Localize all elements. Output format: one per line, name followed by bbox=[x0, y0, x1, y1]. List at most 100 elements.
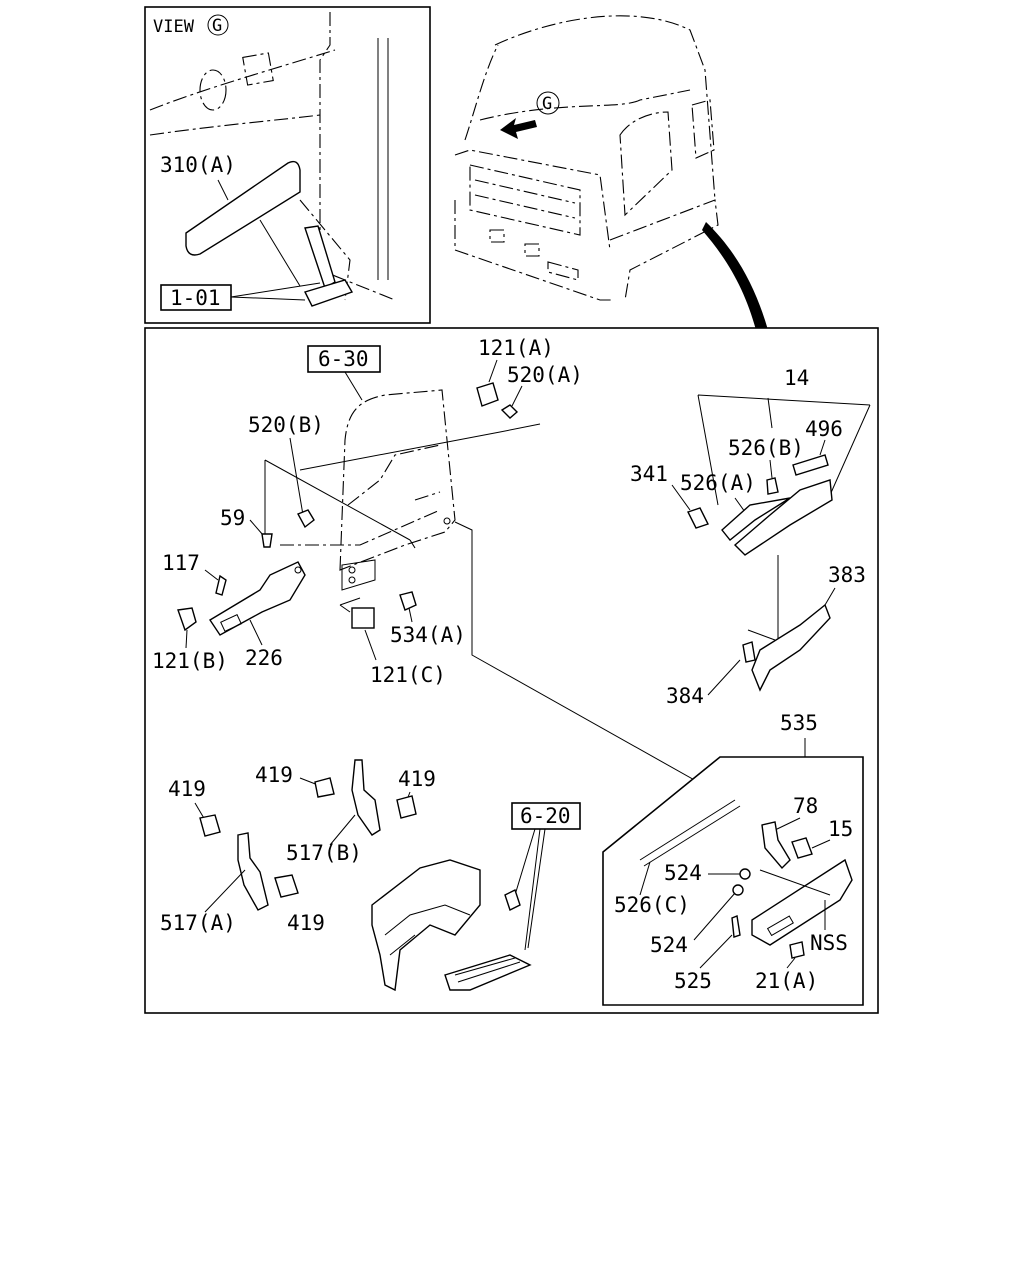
screw-117 bbox=[215, 574, 227, 596]
door-hinge-plate bbox=[341, 559, 376, 591]
grommet-534a bbox=[399, 591, 417, 611]
bracket-517b bbox=[351, 759, 381, 836]
leader-384-b bbox=[747, 629, 776, 641]
callout-arrow bbox=[702, 222, 768, 330]
clip-384 bbox=[742, 641, 756, 663]
cab-marker-circle bbox=[536, 91, 560, 115]
cab-windshield-bottom bbox=[454, 149, 611, 251]
leader-383 bbox=[824, 587, 836, 606]
label-534a: 534(A) bbox=[390, 623, 466, 647]
door-window-line bbox=[347, 444, 441, 506]
label-121a: 121(A) bbox=[478, 336, 554, 360]
label-78: 78 bbox=[793, 794, 818, 818]
cab-front-edge bbox=[464, 44, 499, 141]
leader-117 bbox=[204, 569, 219, 581]
interior-panel bbox=[242, 52, 274, 86]
label-419-top-left: 419 bbox=[255, 763, 293, 787]
leader-14-526b bbox=[767, 397, 773, 429]
bracket-slot bbox=[220, 614, 242, 632]
bolt-419-tr bbox=[396, 795, 417, 819]
leader-517b bbox=[329, 814, 356, 846]
ref-box-1-01 bbox=[160, 284, 232, 311]
cab-door-window bbox=[619, 111, 673, 217]
leader-496 bbox=[819, 439, 826, 456]
garnish-383 bbox=[751, 603, 831, 692]
leader-524b bbox=[693, 892, 736, 941]
pedal-pad bbox=[304, 279, 354, 307]
link-78-nss bbox=[759, 869, 831, 896]
sticker-496 bbox=[792, 454, 829, 476]
view-g-marker: G bbox=[212, 16, 222, 36]
nut-520b bbox=[297, 509, 315, 529]
bracket-lines-14 bbox=[697, 394, 871, 506]
seal-526c bbox=[639, 799, 736, 861]
step-plate-grid bbox=[454, 957, 521, 983]
label-14: 14 bbox=[784, 366, 809, 390]
leader-517a bbox=[204, 869, 246, 913]
door-hole-2 bbox=[348, 576, 356, 584]
label-121c: 121(C) bbox=[370, 663, 446, 687]
bracket-78 bbox=[761, 821, 791, 870]
cab-grille bbox=[469, 164, 581, 236]
leader-121c bbox=[364, 629, 377, 661]
leader-310a bbox=[217, 179, 229, 201]
leader-226 bbox=[249, 619, 263, 646]
label-419-bottom: 419 bbox=[287, 911, 325, 935]
ref-6-30: 6-30 bbox=[318, 347, 369, 371]
label-310a: 310(A) bbox=[160, 153, 236, 177]
leader-526b bbox=[769, 459, 773, 479]
label-517a: 517(A) bbox=[160, 911, 236, 935]
leader-384 bbox=[707, 659, 741, 696]
leader-21a bbox=[786, 957, 796, 969]
step-frame bbox=[371, 859, 481, 992]
view-g-marker-circle bbox=[207, 14, 229, 36]
cab-lamp-l bbox=[489, 229, 505, 243]
step-frame-detail bbox=[384, 904, 471, 956]
door-outline bbox=[339, 389, 456, 571]
cab-fog bbox=[547, 261, 579, 281]
bolt-419-l bbox=[199, 814, 221, 837]
clip-21a bbox=[789, 941, 805, 959]
leader-15 bbox=[811, 839, 831, 849]
seal-526c-2 bbox=[643, 805, 741, 867]
clip-524b bbox=[732, 884, 744, 896]
leader-121b bbox=[185, 629, 188, 649]
label-526c: 526(C) bbox=[614, 893, 690, 917]
cover-121c bbox=[351, 607, 375, 629]
label-383: 383 bbox=[828, 563, 866, 587]
interior-hole bbox=[199, 69, 227, 111]
pedal-arm bbox=[304, 225, 336, 290]
cab-rear-window bbox=[691, 99, 715, 159]
label-517b: 517(B) bbox=[286, 841, 362, 865]
label-384: 384 bbox=[666, 684, 704, 708]
door-hole-1 bbox=[348, 566, 356, 574]
leader-78 bbox=[774, 817, 801, 831]
bolt-15 bbox=[791, 837, 813, 859]
garnish-slot bbox=[766, 915, 794, 937]
bolt-419-bottom bbox=[274, 874, 299, 898]
ref-6-20: 6-20 bbox=[520, 804, 571, 828]
label-121b: 121(B) bbox=[152, 649, 228, 673]
leader-525 bbox=[699, 934, 733, 969]
label-496: 496 bbox=[805, 417, 843, 441]
view-g-title: VIEW bbox=[153, 17, 195, 37]
grommet-121a bbox=[476, 382, 499, 407]
leader-1-01-b bbox=[230, 296, 306, 301]
ref-box-6-30 bbox=[307, 345, 381, 373]
ref-1-01: 1-01 bbox=[170, 286, 221, 310]
cab-lamp-r bbox=[524, 243, 540, 257]
cab-windshield-top bbox=[479, 89, 691, 121]
assembly-lines-1 bbox=[264, 423, 541, 541]
cab-roof bbox=[494, 15, 716, 201]
assembly-line-535 bbox=[454, 521, 731, 801]
label-nss: NSS bbox=[810, 931, 848, 955]
label-117: 117 bbox=[162, 551, 200, 575]
label-535: 535 bbox=[780, 711, 818, 735]
leader-520b bbox=[289, 437, 304, 516]
leader-526c bbox=[639, 861, 651, 896]
bracket-hole bbox=[294, 566, 302, 574]
door-pillar bbox=[377, 38, 389, 280]
interior-edge bbox=[149, 49, 336, 111]
leader-59 bbox=[249, 519, 264, 536]
label-520b: 520(B) bbox=[248, 413, 324, 437]
